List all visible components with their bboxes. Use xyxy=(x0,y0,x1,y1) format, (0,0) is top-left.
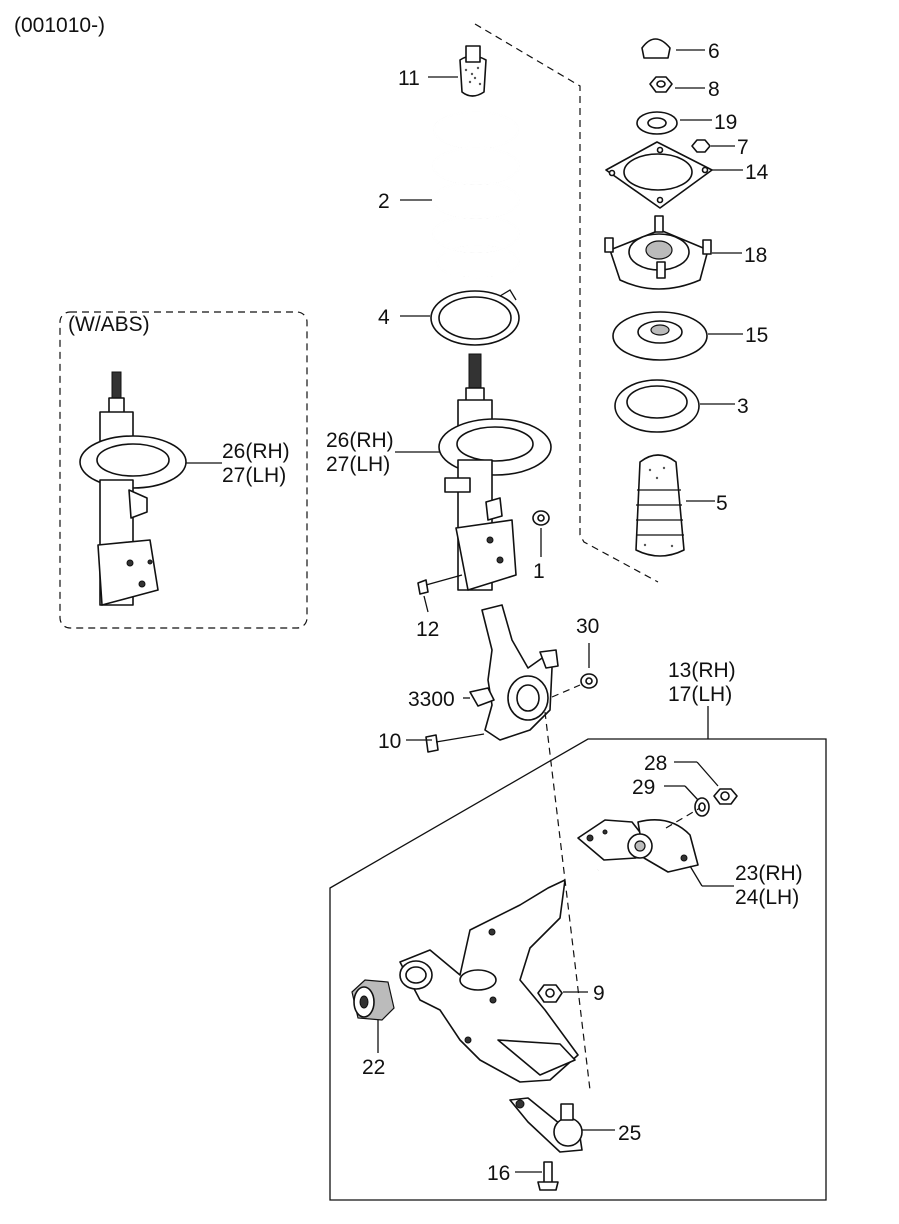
label-2: 2 xyxy=(378,190,390,213)
label-27-lh: 27(LH) xyxy=(326,453,390,476)
ball-joint-axis-line xyxy=(544,711,591,1091)
ball-joint-25-part xyxy=(509,1097,583,1153)
label-6: 6 xyxy=(708,40,720,63)
label-18: 18 xyxy=(744,244,767,267)
strut-insulator-18-part xyxy=(604,215,712,290)
leader-23-24 xyxy=(689,865,703,887)
label-16: 16 xyxy=(487,1162,510,1185)
label-8: 8 xyxy=(708,78,720,101)
nut-9-part xyxy=(537,984,563,1003)
lower-control-arm-part xyxy=(399,868,599,1083)
abs-inset-frame xyxy=(59,311,308,629)
label-5: 5 xyxy=(716,492,728,515)
leader-12 xyxy=(423,595,429,613)
steering-knuckle-part xyxy=(481,604,559,741)
bolt-10-part xyxy=(425,733,485,753)
label-10: 10 xyxy=(378,730,401,753)
mount-assembly-outline xyxy=(474,23,659,583)
spring-pad-3-part xyxy=(614,379,700,433)
label-28: 28 xyxy=(644,752,667,775)
label-3: 3 xyxy=(737,395,749,418)
coil-spring-part xyxy=(432,111,520,279)
washer-29-part xyxy=(694,797,710,817)
nut-7-part xyxy=(691,139,711,153)
label-19: 19 xyxy=(714,111,737,134)
spring-pad-part xyxy=(430,289,520,346)
label-17-lh: 17(LH) xyxy=(668,683,732,706)
mounting-plate-14-part xyxy=(605,141,713,209)
label-23-rh: 23(RH) xyxy=(735,862,803,885)
nut-1-part xyxy=(532,510,550,526)
label-3300: 3300 xyxy=(408,688,455,711)
label-22: 22 xyxy=(362,1056,385,1079)
spring-seat-15-part xyxy=(612,311,708,361)
label-9: 9 xyxy=(593,982,605,1005)
abs-inset: (W/ABS) 26(RH) 27(LH) xyxy=(59,311,308,629)
knuckle-cap-3300-part xyxy=(469,687,495,707)
label-24-lh: 24(LH) xyxy=(735,886,799,909)
connector-28-29 xyxy=(665,807,701,829)
label-7: 7 xyxy=(737,136,749,159)
label-15: 15 xyxy=(745,324,768,347)
abs-strut-assembly-drawing xyxy=(79,371,187,606)
diagram-code: (001010-) xyxy=(14,14,105,37)
bolt-12-part xyxy=(417,574,463,595)
label-4: 4 xyxy=(378,306,390,329)
label-1: 1 xyxy=(533,560,545,583)
bushing-bracket-23-24-part xyxy=(577,819,699,873)
abs-inset-title: (W/ABS) xyxy=(68,313,150,336)
label-12: 12 xyxy=(416,618,439,641)
cap-6-part xyxy=(641,38,671,59)
label-26-rh: 26(RH) xyxy=(326,429,394,452)
label-25: 25 xyxy=(618,1122,641,1145)
nut-8-part xyxy=(649,76,673,93)
connector-30 xyxy=(551,684,581,698)
label-29: 29 xyxy=(632,776,655,799)
label-11: 11 xyxy=(398,67,420,90)
main-strut-assembly-drawing xyxy=(438,353,552,591)
bump-stopper-part xyxy=(459,45,487,97)
nut-28-part xyxy=(713,788,738,805)
label-13-rh: 13(RH) xyxy=(668,659,736,682)
label-30: 30 xyxy=(576,615,599,638)
label-14: 14 xyxy=(745,161,769,184)
nut-30-part xyxy=(580,673,598,689)
washer-19-part xyxy=(636,111,678,135)
lower-arm-assembly-frame xyxy=(329,738,827,1201)
bushing-22-part xyxy=(351,979,395,1021)
inset-label-rh: 26(RH) xyxy=(222,440,290,463)
bolt-16-part xyxy=(537,1161,559,1191)
dust-cover-5-part xyxy=(635,454,685,557)
inset-label-lh: 27(LH) xyxy=(222,464,286,487)
